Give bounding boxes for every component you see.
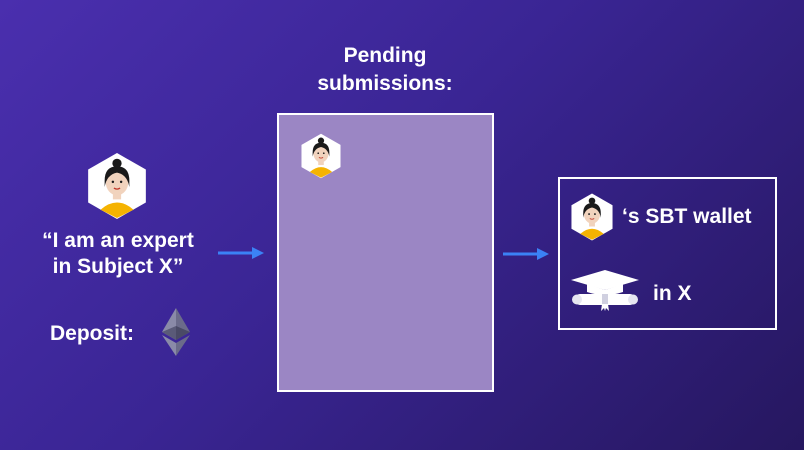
- claim-line-1: “I am an expert: [42, 229, 194, 252]
- claim-text: “I am an expert in Subject X”: [8, 228, 228, 280]
- pending-title: Pending submissions:: [300, 42, 470, 98]
- deposit-label: Deposit:: [50, 322, 134, 345]
- wallet-label: ‘s SBT wallet: [622, 205, 752, 228]
- credential-label: in X: [653, 282, 692, 305]
- pending-title-line-2: submissions:: [317, 72, 453, 95]
- wallet-owner-avatar: [570, 192, 614, 242]
- diploma-cap-icon: [571, 270, 639, 312]
- claim-line-2: in Subject X”: [52, 255, 184, 278]
- user-avatar: [86, 152, 148, 220]
- ethereum-icon: [162, 308, 190, 356]
- pending-title-line-1: Pending: [343, 44, 427, 67]
- arrow-to-wallet: [503, 248, 549, 260]
- arrow-to-pending: [218, 247, 264, 259]
- pending-user-avatar: [300, 133, 342, 179]
- sbt-wallet-box: [558, 177, 777, 330]
